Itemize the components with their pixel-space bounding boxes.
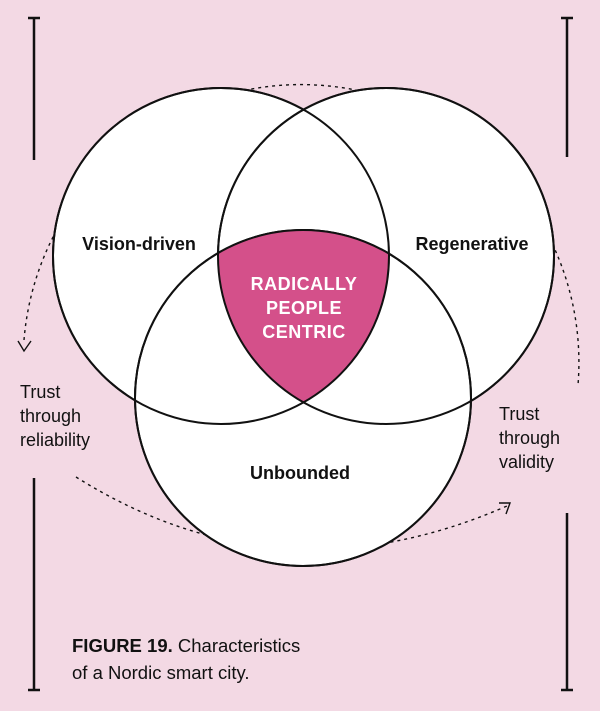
center-label-line3: CENTRIC <box>262 322 346 342</box>
label-vision-driven: Vision-driven <box>82 234 196 254</box>
caption-line1: FIGURE 19. Characteristics <box>72 632 472 659</box>
caption-text-1: Characteristics <box>177 635 301 656</box>
trust-right-line1: Trust <box>499 404 539 424</box>
center-label-line1: RADICALLY <box>251 274 358 294</box>
dashed-arc-bottom <box>75 476 508 550</box>
outline-left <box>52 87 390 425</box>
figure-label: FIGURE 19. <box>72 635 173 656</box>
trust-right-line3: validity <box>499 452 554 472</box>
corner-bar-bottom-right <box>561 513 573 692</box>
center-label-line2: PEOPLE <box>266 298 342 318</box>
figure-caption: FIGURE 19. Characteristics of a Nordic s… <box>72 632 472 686</box>
arrow-head-right <box>499 502 511 515</box>
outline-right <box>217 87 555 425</box>
trust-left-line3: reliability <box>20 430 90 450</box>
label-regenerative: Regenerative <box>415 234 528 254</box>
trust-left-line1: Trust <box>20 382 60 402</box>
arrow-head-left <box>17 340 32 353</box>
trust-right-line2: through <box>499 428 560 448</box>
dashed-arc-top <box>23 83 580 386</box>
label-unbounded: Unbounded <box>250 463 350 483</box>
caption-line2: of a Nordic smart city. <box>72 662 250 683</box>
outline-bottom <box>134 229 472 567</box>
trust-left-line2: through <box>20 406 81 426</box>
corner-bar-bottom-left <box>28 478 40 692</box>
corner-bar-top-left <box>28 16 40 160</box>
corner-bar-top-right <box>561 16 573 157</box>
